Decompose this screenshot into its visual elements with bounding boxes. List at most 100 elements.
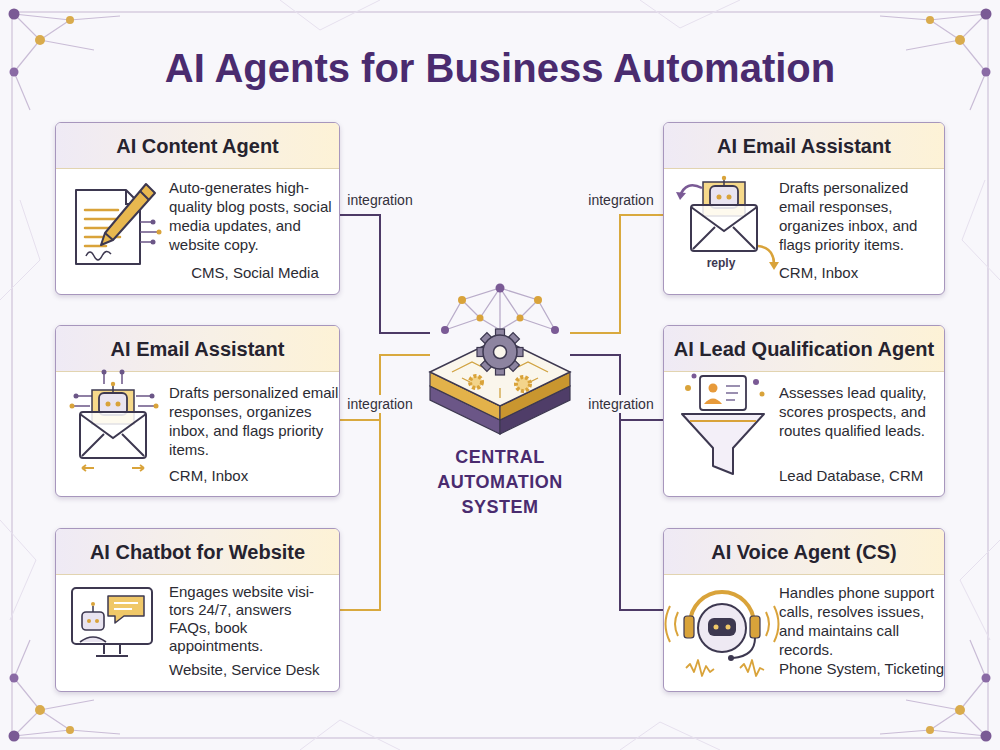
network-dot xyxy=(458,296,466,304)
connector-group xyxy=(340,215,663,610)
profile-lines xyxy=(726,386,740,400)
platform-top xyxy=(430,338,570,406)
profile-head xyxy=(709,384,718,393)
card-heading: AI Chatbot for Website xyxy=(56,529,339,575)
gear-tooth xyxy=(507,333,520,346)
card-body: Engages website visi-tors 24/7, answers … xyxy=(169,583,327,655)
monitor-stand xyxy=(96,644,128,656)
card-body: Drafts personalized email responses, org… xyxy=(169,383,341,459)
monitor xyxy=(72,588,152,644)
curved-arrow xyxy=(758,246,774,264)
ear-cup xyxy=(684,616,694,638)
document-fold xyxy=(126,190,140,204)
curved-arrow xyxy=(680,185,702,196)
network-dot xyxy=(441,326,449,334)
curved-arrow-head xyxy=(769,262,779,270)
signature-line xyxy=(86,251,111,260)
funnel xyxy=(682,414,764,474)
pen-band xyxy=(105,191,149,240)
gear-tooth xyxy=(514,348,523,357)
integration-tags: CRM, Inbox xyxy=(169,466,341,485)
corner-decoration xyxy=(880,9,992,111)
agent-card: AI Email AssistantDrafts personalized em… xyxy=(55,325,340,497)
lead-dot xyxy=(753,379,759,385)
curved-arrow-head xyxy=(676,192,686,200)
small-arrows xyxy=(82,465,144,471)
email-icon xyxy=(70,370,159,472)
gold-layer xyxy=(500,372,570,420)
gear-tooth xyxy=(481,359,494,372)
integration-tags: CRM, Inbox xyxy=(779,263,947,282)
base-layer xyxy=(430,386,500,434)
network-dot xyxy=(477,315,484,322)
platform-circuits xyxy=(452,362,548,398)
base-layer xyxy=(500,386,570,434)
card-heading: AI Content Agent xyxy=(56,123,339,169)
microphone xyxy=(728,655,734,661)
connector-line xyxy=(340,355,430,610)
diagram-title: AI Agents for Business Automation xyxy=(0,44,1000,92)
document-lines xyxy=(85,210,124,246)
ear-cup xyxy=(750,616,760,638)
circuit-dot xyxy=(74,394,79,399)
card-body: Handles phone support calls, resolves is… xyxy=(779,583,947,659)
card-body: Assesses lead quality, scores prospects,… xyxy=(779,383,947,440)
robot-eye xyxy=(717,195,722,200)
circuit-dot xyxy=(151,220,156,225)
circuit-dot xyxy=(70,404,75,409)
robot-eye xyxy=(714,625,719,630)
network-lines xyxy=(445,288,555,330)
hub-node: CENTRAL AUTOMATION SYSTEM xyxy=(430,280,570,515)
pen-body xyxy=(101,184,155,245)
email-icon xyxy=(676,176,779,270)
funnel-icon xyxy=(682,374,765,475)
document-sheet xyxy=(76,190,140,264)
robot-antenna xyxy=(723,180,725,186)
robot-antenna-tip xyxy=(111,382,115,386)
gear-tooth xyxy=(496,329,505,338)
small-gear xyxy=(516,377,530,391)
edge-label: integration xyxy=(586,191,655,209)
network-dot xyxy=(496,284,505,293)
circuit-dot xyxy=(151,240,156,245)
agent-card: AI Chatbot for WebsiteEngages website vi… xyxy=(55,528,340,692)
robot-head xyxy=(82,612,104,630)
network-dot xyxy=(551,326,559,334)
robot-eye xyxy=(106,402,111,407)
edge-label: integration xyxy=(586,395,655,413)
network-dot xyxy=(517,315,524,322)
content-icon xyxy=(76,184,162,264)
lead-dot xyxy=(760,392,765,397)
integration-tags: Phone System, Ticketing xyxy=(779,659,947,678)
robot-antenna-tip xyxy=(722,176,726,180)
circuit-dot xyxy=(102,370,107,375)
agent-card: AI Email AssistantDrafts personalized em… xyxy=(663,122,945,295)
envelope-flap xyxy=(691,207,757,249)
main-gear xyxy=(477,329,523,375)
connector-line xyxy=(570,355,663,610)
card-body: Auto-generates high-quality blog posts, … xyxy=(169,178,341,254)
connector-line xyxy=(570,355,663,420)
robot-head xyxy=(99,393,127,415)
robot-antenna-tip xyxy=(91,602,95,606)
corner-decoration xyxy=(9,9,121,111)
robot-head xyxy=(710,186,738,208)
frame-border xyxy=(12,12,988,738)
agent-card: AI Voice Agent (CS) Handles phone support… xyxy=(663,528,945,692)
robot-head xyxy=(698,604,746,652)
sound-arcs xyxy=(666,606,779,642)
card-heading: AI Voice Agent (CS) xyxy=(664,529,944,575)
edge-label: integration xyxy=(345,395,414,413)
card-body: Drafts personalized email responses, org… xyxy=(779,178,947,254)
circuit-dot xyxy=(150,394,155,399)
integration-tags: CMS, Social Media xyxy=(169,263,341,282)
integration-tags: Website, Service Desk xyxy=(169,660,341,679)
robot-eye xyxy=(87,619,91,623)
microphone-arm xyxy=(733,638,755,658)
hub-label: CENTRAL AUTOMATION SYSTEM xyxy=(430,445,570,520)
connector-line xyxy=(340,355,430,420)
letter-sheet xyxy=(92,390,134,424)
